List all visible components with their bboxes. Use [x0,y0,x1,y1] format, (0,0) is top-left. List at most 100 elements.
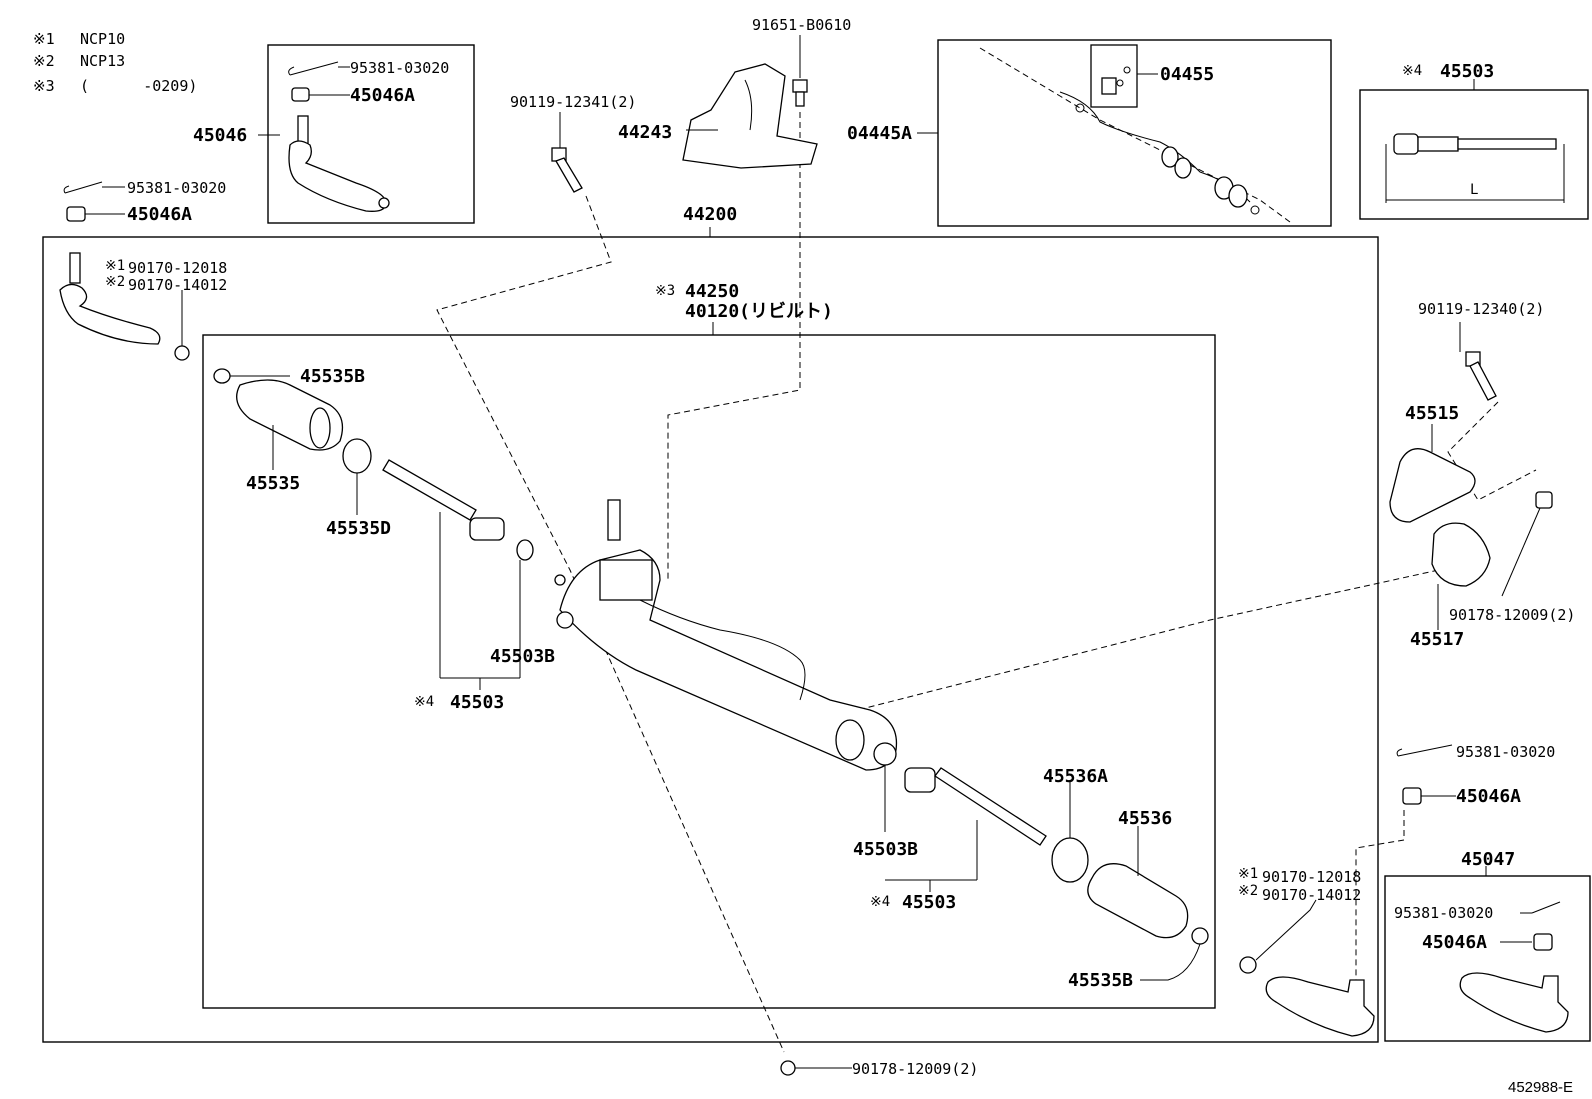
bolt-icon [792,79,808,93]
label-04455: 04455 [1160,64,1214,85]
label-90119-12341: 90119-12341(2) [510,93,636,111]
cotter-pin-icon [289,61,339,76]
bushing-icon [1431,522,1491,587]
tie-rod-end-kit-box-left [267,44,475,224]
note-mark-2: ※2 [33,52,55,70]
nut-icon [174,345,190,361]
label-44250-mark: ※3 [655,283,675,299]
label-45503-left-mark: ※4 [414,694,434,710]
note-text-3: ( -0209) [80,77,197,95]
label-45536A: 45536A [1043,766,1108,787]
label-40120: 40120(リビルト) [685,301,833,322]
label-95381-right: 95381-03020 [1456,743,1555,761]
nut-icon [291,87,310,102]
cotter-pin-icon [1531,901,1561,914]
label-mark-2-right: ※2 [1238,883,1258,899]
label-45515: 45515 [1405,403,1459,424]
label-95381-box-right: 95381-03020 [1394,904,1493,922]
cotter-pin-icon [64,181,103,194]
washer-icon [873,742,897,766]
label-45503-right: 45503 [902,892,956,913]
label-45503B-left: 45503B [490,646,555,667]
washer-icon [516,539,534,561]
nut-icon [1239,956,1257,974]
nut-icon [780,1060,796,1076]
loose-hardware-right [1396,744,1456,805]
label-45535B-bottom: 45535B [1068,970,1133,991]
label-91651-B0610: 91651-B0610 [752,16,851,34]
nut-icon [66,206,86,222]
note-mark-1: ※1 [33,30,55,48]
label-mark-1-left: ※1 [105,258,125,274]
label-45046A-box-right: 45046A [1422,932,1487,953]
label-90170-12018-right: 90170-12018 [1262,868,1361,886]
pinion-shaft-icon [607,499,621,541]
rack-end-icon [382,459,477,521]
boot-icon [1087,863,1189,939]
assembly-44250-box [202,334,1216,1009]
tie-rod-end-left [59,252,190,361]
label-length-L: L [1470,182,1478,198]
tie-rod-end-icon [1459,972,1569,1033]
label-45046A-right: 45046A [1456,786,1521,807]
tie-rod-end-icon [59,283,161,345]
label-45503-right-mark: ※4 [870,894,890,910]
note-text-1: NCP10 [80,30,125,48]
tie-rod-end-box-left-parts [258,61,390,212]
bracket-icon [1389,448,1476,523]
label-45535B-top: 45535B [300,366,365,387]
label-45503-box: 45503 [1440,61,1494,82]
nut-icon [1533,933,1553,951]
notes-legend: ※1 NCP10 ※2 NCP13 ※3 ( -0209) [33,30,197,95]
label-45517: 45517 [1410,629,1464,650]
nut-90178-bottom [780,1060,852,1076]
label-45503-left: 45503 [450,692,504,713]
tie-rod-end-icon [1265,976,1375,1037]
rack-end-icon [904,767,936,793]
nut-icon [1402,787,1422,805]
bracket-parts-right [1389,322,1553,630]
label-45047: 45047 [1461,849,1515,870]
tie-rod-end-right [1239,899,1375,1037]
label-45535: 45535 [246,473,300,494]
steering-gear-seal-parts [917,44,1291,223]
label-mark-2-left: ※2 [105,274,125,290]
cover-44243 [682,63,818,169]
seal-inset-icon [1090,44,1138,108]
steering-rack-housing [554,499,898,771]
label-44200: 44200 [683,204,737,225]
label-90170-14012-left: 90170-14012 [128,276,227,294]
label-04445A: 04445A [847,123,912,144]
tie-rod-end-icon [288,140,387,212]
bolt-90119-12341 [551,112,583,193]
label-45503B-right: 45503B [853,839,918,860]
label-44243: 44243 [618,122,672,143]
nut-icon [1535,491,1553,509]
label-45046: 45046 [193,125,247,146]
right-boot-group [873,742,1209,981]
label-90119-12340: 90119-12340(2) [1418,300,1544,318]
label-44250: 44250 [685,281,739,302]
label-90178-right: 90178-12009(2) [1449,606,1575,624]
label-45535D: 45535D [326,518,391,539]
clamp-ring-icon [1051,837,1089,883]
label-45046A-box-left: 45046A [350,85,415,106]
bolt-91651-b0610 [792,35,808,107]
clamp-icon [1191,927,1209,945]
cover-icon [682,63,818,169]
o-ring-icon [1161,146,1179,168]
label-45046A-left: 45046A [127,204,192,225]
label-45536: 45536 [1118,808,1172,829]
label-mark-1-right: ※1 [1238,866,1258,882]
cotter-pin-icon [1397,744,1453,757]
label-90178-bottom: 90178-12009(2) [852,1060,978,1078]
nut-dash-line [1355,810,1405,995]
rack-housing-icon [559,549,898,771]
label-90170-12018-left: 90170-12018 [128,259,227,277]
note-mark-3: ※3 [33,77,55,95]
label-95381-left: 95381-03020 [127,179,226,197]
bolt-dash-line [436,195,785,1053]
bolt-b0610-dash-line [667,112,801,580]
label-45503-box-mark: ※4 [1402,63,1422,79]
